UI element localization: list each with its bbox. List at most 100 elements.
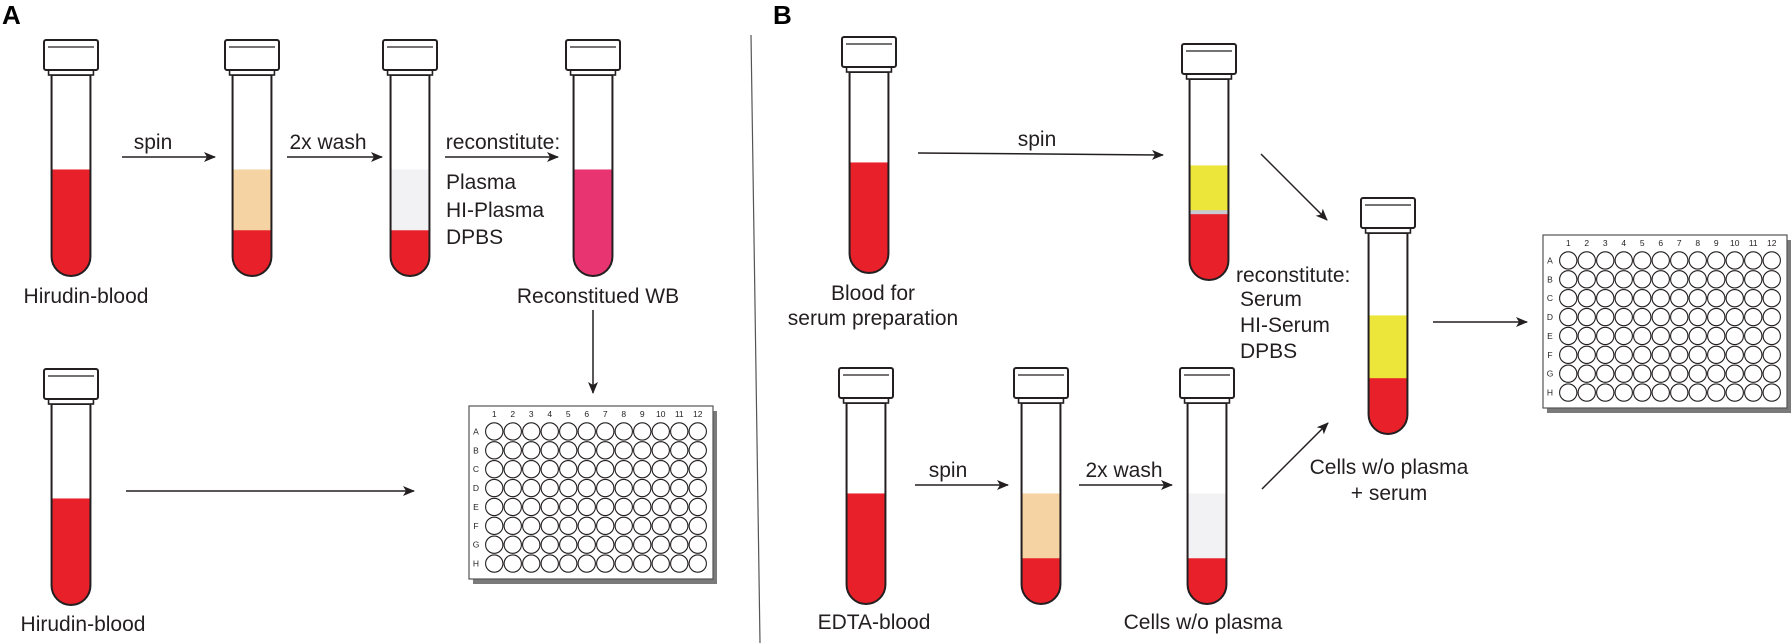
- plate-well: [485, 459, 504, 479]
- plate-well: [1744, 270, 1763, 289]
- plate-well: [651, 516, 670, 536]
- plate-column-label: 2: [510, 409, 515, 419]
- plate-well: [1559, 251, 1578, 270]
- plate-well: [1707, 270, 1726, 289]
- plate-well: [1670, 326, 1689, 346]
- plate-well: [559, 554, 578, 573]
- tube-liquid-blood: [1021, 557, 1061, 604]
- plate-column-label: 12: [693, 409, 703, 419]
- plate-well: [614, 554, 633, 573]
- plate-well: [633, 535, 652, 554]
- plate-well: [577, 497, 596, 517]
- tube-liquid-blood: [1368, 377, 1408, 434]
- plate-column-label: 10: [656, 409, 666, 419]
- plate-well: [688, 554, 707, 573]
- plate-well: [1614, 270, 1633, 289]
- plate-column-label: 3: [529, 409, 534, 419]
- tube-outline: [231, 74, 273, 277]
- plate-well: [1670, 251, 1689, 270]
- tube-cap: [1360, 197, 1416, 229]
- plate-row-label: E: [1547, 331, 1553, 341]
- plate-column-label: 12: [1767, 238, 1777, 248]
- tube-outline: [1188, 78, 1230, 281]
- plate-well: [522, 441, 541, 460]
- plate-well: [522, 535, 541, 554]
- plate-well: [1725, 364, 1744, 383]
- plate-row-label: F: [473, 521, 478, 531]
- arrow-spin-serum: [917, 149, 1164, 160]
- plate-well: [1596, 326, 1615, 346]
- tube-liquid-blood: [1189, 213, 1229, 280]
- tube-washed-cells: [382, 39, 438, 277]
- plate-well: [1596, 364, 1615, 383]
- plate-well: [1725, 383, 1744, 402]
- plate-column-label: 9: [640, 409, 645, 419]
- plate-column-label: 10: [1730, 238, 1740, 248]
- plate-well: [540, 422, 559, 441]
- plate-row-label: C: [1547, 293, 1553, 303]
- plate-well: [1633, 345, 1652, 365]
- plate-well: [596, 497, 615, 517]
- plate-column-label: 4: [547, 409, 552, 419]
- tube-spun-serum: [1181, 43, 1237, 281]
- tube-cap: [382, 39, 438, 71]
- tube-outline: [1020, 402, 1062, 605]
- plate-well: [1651, 307, 1670, 327]
- plate-well: [1651, 326, 1670, 346]
- plate-well: [1744, 364, 1763, 383]
- plate-well: [1614, 307, 1633, 327]
- arrow-cells-to-mix: [1261, 422, 1329, 490]
- tube-liquid-plasma: [1021, 493, 1061, 559]
- plate-well: [559, 441, 578, 460]
- tube-cap: [1181, 43, 1237, 75]
- plate-well: [1688, 288, 1707, 308]
- caption-hirudin-blood-top: Hirudin-blood: [24, 285, 149, 308]
- plate-well: [1633, 288, 1652, 308]
- plate-well: [485, 535, 504, 554]
- plate-well: [503, 554, 522, 573]
- tube-reconstituted-wb: [565, 39, 621, 277]
- tube-hirudin-blood-top: [43, 39, 99, 277]
- option-serum: Serum: [1240, 288, 1302, 311]
- label-spin-serum: spin: [1018, 128, 1057, 151]
- caption-mix-line2: + serum: [1351, 482, 1427, 505]
- panel-a-letter: A: [2, 0, 21, 30]
- plate-well: [1744, 251, 1763, 270]
- plate-well: [688, 478, 707, 498]
- tube-spun-edta-plasma: [1013, 367, 1069, 605]
- tube-blood-for-serum: [841, 36, 897, 274]
- plate-well: [577, 441, 596, 460]
- plate-well: [1762, 288, 1781, 308]
- plate-column-label: 1: [492, 409, 497, 419]
- plate-well: [596, 516, 615, 536]
- plate-well: [670, 497, 689, 517]
- plate-well: [540, 441, 559, 460]
- plate-well: [670, 478, 689, 498]
- label-reconstitute-a: reconstitute:: [446, 131, 560, 154]
- option-hi-plasma: HI-Plasma: [446, 199, 544, 222]
- plate-well: [1651, 288, 1670, 308]
- plate-well: [1707, 251, 1726, 270]
- plate-well: [559, 535, 578, 554]
- plate-well: [485, 516, 504, 536]
- plate-well: [1577, 307, 1596, 327]
- tube-outline: [1367, 232, 1409, 435]
- caption-cells-without-plasma: Cells w/o plasma: [1124, 611, 1283, 634]
- plate-well: [559, 497, 578, 517]
- plate-well: [651, 478, 670, 498]
- tube-outline: [572, 74, 614, 277]
- plate-well: [1614, 288, 1633, 308]
- plate-well: [1688, 270, 1707, 289]
- plate-well: [1744, 288, 1763, 308]
- plate-well: [614, 516, 633, 536]
- plate-column-label: 5: [1640, 238, 1645, 248]
- plate-well: [559, 459, 578, 479]
- plate-well: [614, 478, 633, 498]
- plate-well: [540, 554, 559, 573]
- option-hi-serum: HI-Serum: [1240, 314, 1330, 337]
- plate-well: [1707, 307, 1726, 327]
- caption-mix-line1: Cells w/o plasma: [1310, 456, 1469, 479]
- tube-cap: [43, 39, 99, 71]
- plate-well: [614, 535, 633, 554]
- plate-well: [1707, 345, 1726, 365]
